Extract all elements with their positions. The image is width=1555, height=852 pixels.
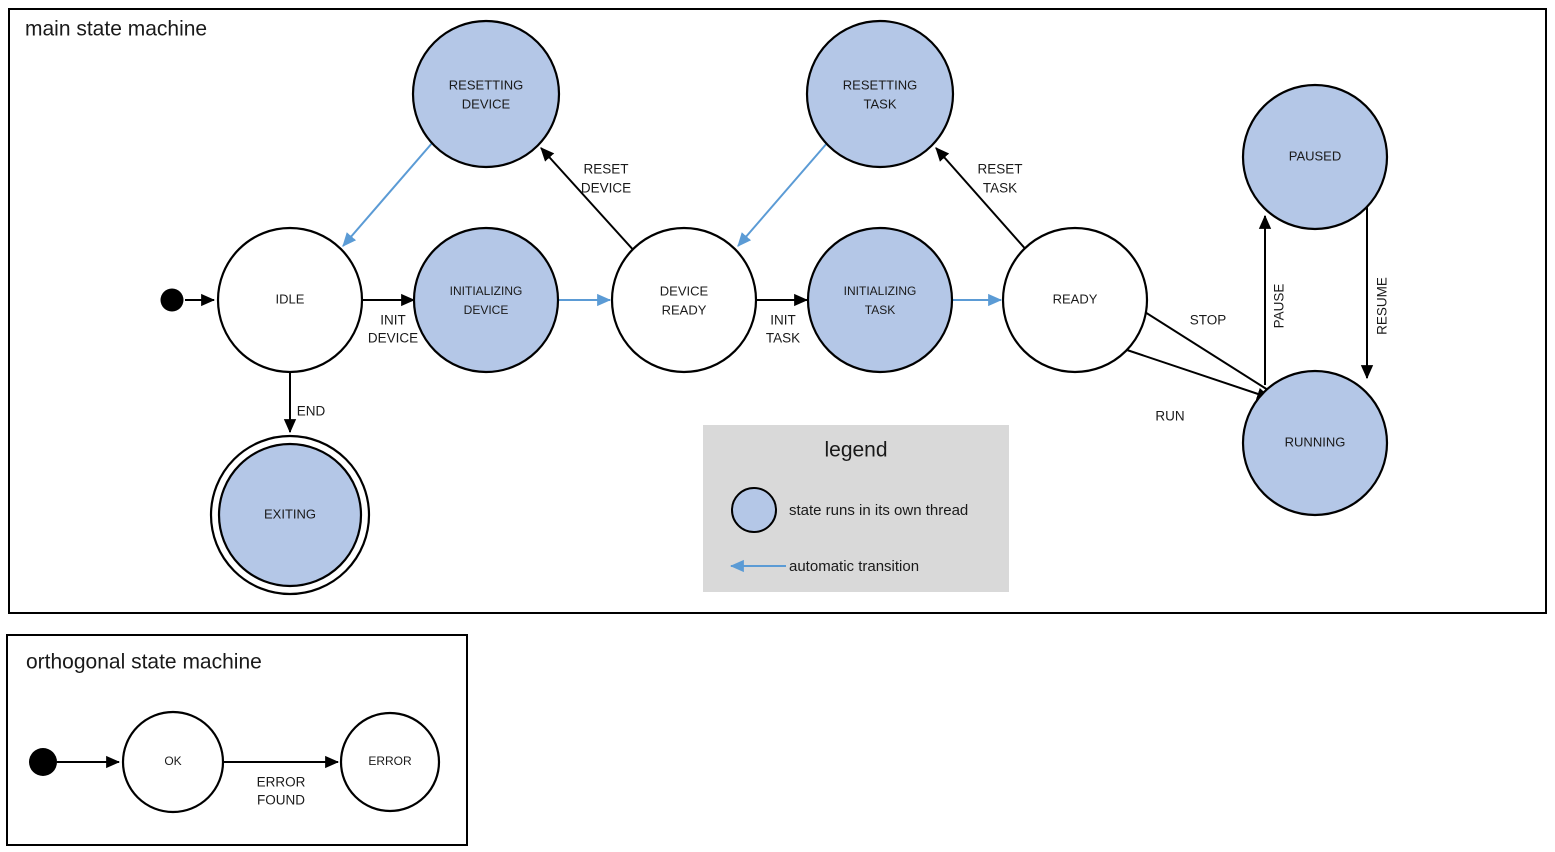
transition-idle-to-initializing-device: INIT DEVICE: [362, 293, 418, 346]
transition-ready-to-running: RUN: [1126, 349, 1272, 424]
state-initializing-device-label-line2: DEVICE: [464, 303, 509, 317]
legend-panel: legend state runs in its own thread auto…: [703, 425, 1009, 592]
orthogonal-state-error[interactable]: ERROR: [339, 711, 441, 813]
legend-item-automatic-label: automatic transition: [789, 558, 919, 575]
state-resetting-device-label-line1: RESETTING: [449, 77, 523, 92]
transition-label-pause: PAUSE: [1272, 284, 1287, 329]
transition-paused-to-running: RESUME: [1360, 207, 1390, 380]
transition-label-init-device-line2: DEVICE: [368, 331, 418, 346]
state-initializing-task-label-line1: INITIALIZING: [844, 284, 917, 298]
state-device-ready-label-line2: READY: [662, 302, 707, 317]
state-initializing-device-label-line1: INITIALIZING: [450, 284, 523, 298]
transition-resetting-device-to-idle: [342, 141, 434, 247]
state-exiting[interactable]: EXITING: [209, 434, 371, 596]
orthogonal-state-ok-label: OK: [164, 754, 181, 768]
transition-running-to-ready: STOP: [1125, 299, 1269, 391]
state-paused[interactable]: PAUSED: [1241, 83, 1389, 231]
orthogonal-initial-state-marker: [29, 748, 57, 776]
transition-ready-to-resetting-task: RESET TASK: [935, 147, 1030, 254]
transition-label-run: RUN: [1155, 409, 1184, 424]
state-initializing-device[interactable]: INITIALIZING DEVICE: [412, 226, 560, 374]
state-ready[interactable]: READY: [1001, 226, 1149, 374]
orthogonal-state-ok[interactable]: OK: [121, 710, 225, 814]
initial-state-marker: [160, 288, 184, 312]
state-resetting-task-label-line1: RESETTING: [843, 77, 917, 92]
transition-label-stop: STOP: [1190, 313, 1227, 328]
main-state-machine-title: main state machine: [25, 18, 207, 41]
orthogonal-transition-label-line2: FOUND: [257, 793, 305, 808]
state-idle-label: IDLE: [276, 291, 305, 306]
state-ready-label: READY: [1053, 291, 1098, 306]
transition-device-ready-to-resetting-device: RESET DEVICE: [540, 147, 637, 254]
transition-label-reset-task-line2: TASK: [983, 181, 1017, 196]
state-idle[interactable]: IDLE: [216, 226, 364, 374]
transition-label-reset-device-line1: RESET: [583, 162, 628, 177]
legend-thread-circle-icon: [731, 487, 777, 533]
state-exiting-label: EXITING: [264, 506, 316, 521]
legend-title: legend: [824, 439, 887, 462]
legend-item-thread-label: state runs in its own thread: [789, 502, 968, 519]
transition-label-reset-device-line2: DEVICE: [581, 181, 631, 196]
state-resetting-task[interactable]: RESETTING TASK: [805, 19, 955, 169]
orthogonal-state-error-label: ERROR: [368, 754, 412, 768]
transition-label-init-task-line1: INIT: [770, 313, 796, 328]
transition-label-reset-task-line1: RESET: [977, 162, 1022, 177]
state-resetting-task-label-line2: TASK: [864, 96, 897, 111]
transition-label-init-device-line1: INIT: [380, 313, 406, 328]
orthogonal-state-machine-title: orthogonal state machine: [26, 651, 262, 674]
state-resetting-device[interactable]: RESETTING DEVICE: [411, 19, 561, 169]
orthogonal-transition-ok-to-error: ERROR FOUND: [223, 755, 340, 808]
state-initializing-task[interactable]: INITIALIZING TASK: [806, 226, 954, 374]
legend-item-thread: state runs in its own thread: [731, 487, 968, 533]
transition-idle-to-exiting: END: [283, 372, 326, 434]
state-resetting-device-label-line2: DEVICE: [462, 96, 511, 111]
state-running-label: RUNNING: [1285, 434, 1346, 449]
legend-item-automatic: automatic transition: [729, 558, 919, 575]
main-state-machine-frame: [8, 8, 1547, 614]
transition-label-end: END: [297, 404, 326, 419]
state-initializing-task-label-line2: TASK: [865, 303, 895, 317]
transition-resetting-task-to-device-ready: [737, 141, 829, 247]
transition-label-init-task-line2: TASK: [766, 331, 800, 346]
orthogonal-state-machine-frame: [6, 634, 468, 846]
state-device-ready-label-line1: DEVICE: [660, 283, 709, 298]
state-paused-label: PAUSED: [1289, 148, 1342, 163]
orthogonal-transition-label-line1: ERROR: [257, 775, 306, 790]
transition-label-resume: RESUME: [1375, 277, 1390, 335]
transition-running-to-paused: PAUSE: [1258, 214, 1287, 385]
state-running[interactable]: RUNNING: [1241, 369, 1389, 517]
state-device-ready[interactable]: DEVICE READY: [610, 226, 758, 374]
transition-device-ready-to-initializing-task: INIT TASK: [756, 293, 809, 346]
